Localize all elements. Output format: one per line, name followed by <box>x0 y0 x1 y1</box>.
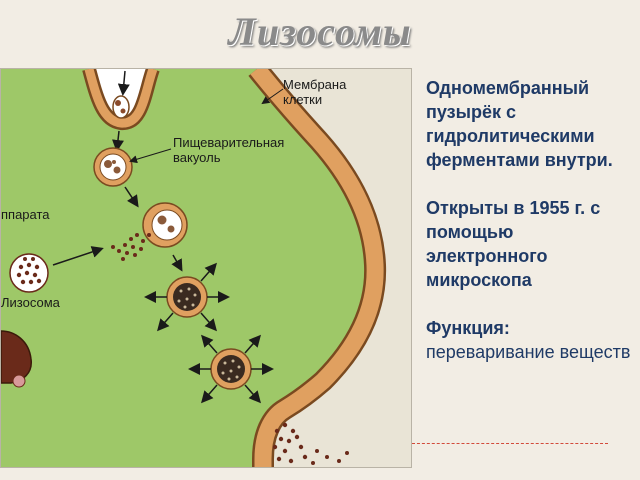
arrow-lysosome-to-vacuole <box>52 246 104 266</box>
label-vacuole: Пищеварительная вакуоль <box>173 135 284 165</box>
label-vacuole-line2: вакуоль <box>173 150 221 165</box>
label-lysosome: Лизосома <box>1 295 60 310</box>
label-membrane: Мембрана клетки <box>283 77 346 107</box>
info-panel: Одномембранный пузырёк с гидролитическим… <box>426 76 634 364</box>
label-vacuole-line1: Пищеварительная <box>173 135 285 150</box>
exocytosis-granules <box>272 422 349 465</box>
lysosome-diagram: Мембрана клетки Пищеварительная вакуоль … <box>0 68 412 468</box>
label-apparatus: ппарата <box>1 207 50 222</box>
function-label: Функция: <box>426 318 510 338</box>
engulfed-particle <box>112 95 130 119</box>
label-membrane-line2: клетки <box>283 92 323 107</box>
radiating-arrows-2 <box>188 334 274 404</box>
lysosome-description: Одномембранный пузырёк с гидролитическим… <box>426 78 613 170</box>
membrane-pointer <box>261 88 284 105</box>
lysosome-granules-fusing <box>111 233 151 261</box>
decorative-divider <box>412 443 608 444</box>
arrow-down-1 <box>117 70 130 96</box>
arrow-down-3 <box>124 186 139 208</box>
function-block: Функция: переваривание веществ <box>426 316 634 364</box>
vacuole-pointer <box>129 148 172 164</box>
arrow-down-2 <box>112 130 124 152</box>
function-value: переваривание веществ <box>426 342 631 362</box>
discovery-info: Открыты в 1955 г. с помощью электронного… <box>426 198 601 290</box>
cell-illustration <box>1 69 411 467</box>
radiating-arrows-1 <box>144 262 230 332</box>
label-membrane-line1: Мембрана <box>283 77 347 92</box>
slide-title: Лизосомы <box>228 9 412 54</box>
